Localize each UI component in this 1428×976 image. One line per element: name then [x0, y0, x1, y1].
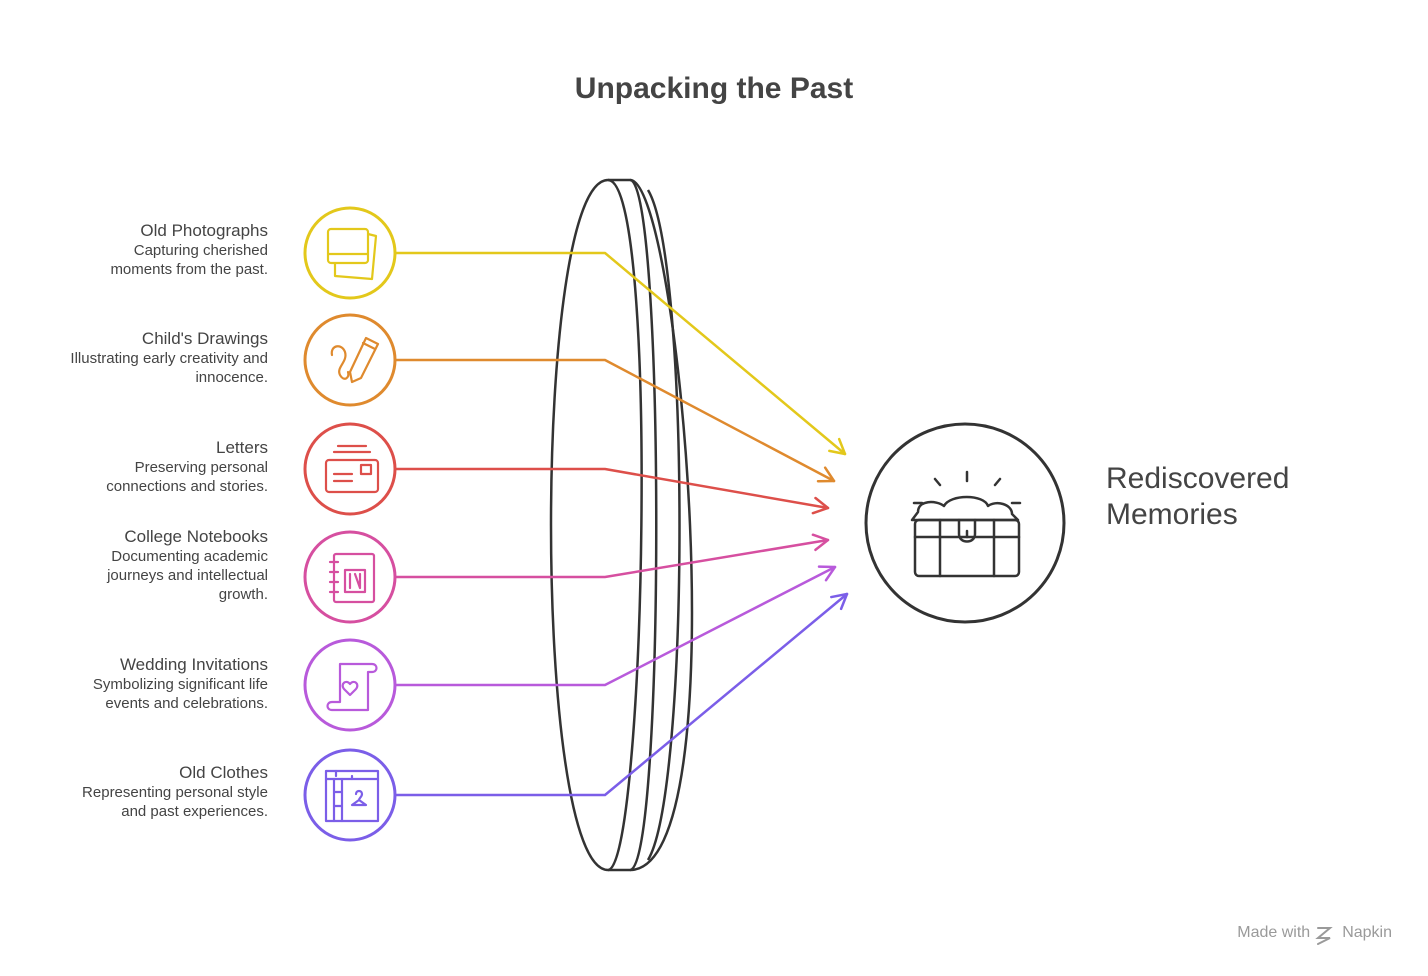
- result-line: Rediscovered: [1106, 462, 1290, 495]
- napkin-brand-text: Napkin: [1342, 924, 1392, 941]
- result-circle: [864, 422, 1066, 624]
- item-label-old-photographs: Old Photographs Capturing cherished mome…: [8, 221, 268, 279]
- item-desc-line: connections and stories.: [106, 478, 268, 495]
- item-label-childs-drawings: Child's Drawings Illustrating early crea…: [8, 329, 268, 387]
- made-with-napkin-badge[interactable]: Made with Napkin: [1237, 924, 1392, 942]
- crayon-drawing-icon: [330, 336, 380, 384]
- item-desc-line: moments from the past.: [110, 261, 268, 278]
- connector-line: [394, 565, 837, 687]
- item-desc-line: events and celebrations.: [105, 695, 268, 712]
- connector-line: [394, 251, 847, 456]
- photographs-icon: [326, 227, 378, 281]
- result-line: Memories: [1106, 498, 1238, 531]
- connector-group: [394, 251, 849, 797]
- arrow-head: [811, 533, 830, 552]
- napkin-logo-icon: [1315, 927, 1333, 945]
- item-circle: [303, 313, 397, 407]
- item-desc-line: growth.: [218, 586, 268, 603]
- item-label-wedding-invitations: Wedding Invitations Symbolizing signific…: [8, 655, 268, 713]
- arrow-head: [811, 496, 830, 515]
- item-desc-line: Illustrating early creativity and: [70, 350, 268, 367]
- connector-line: [394, 538, 830, 579]
- item-label-old-clothes: Old Clothes Representing personal style …: [8, 763, 268, 821]
- item-desc-line: Symbolizing significant life: [92, 676, 268, 693]
- item-title: Child's Drawings: [141, 329, 268, 348]
- item-desc-line: Preserving personal: [134, 459, 268, 476]
- item-desc-line: Documenting academic: [111, 548, 268, 565]
- invitation-scroll-icon: [326, 662, 378, 712]
- item-desc-line: Representing personal style: [82, 784, 268, 801]
- result-label: Rediscovered Memories: [1106, 461, 1406, 533]
- treasure-chest-icon: [910, 470, 1022, 578]
- item-title: Old Photographs: [140, 221, 268, 240]
- connector-line: [394, 592, 849, 797]
- lens-shape: [549, 178, 694, 872]
- connector-line: [394, 467, 830, 510]
- notebook-icon: [328, 552, 376, 604]
- arrow-head: [817, 565, 837, 582]
- item-desc-line: and past experiences.: [121, 803, 268, 820]
- item-title: Old Clothes: [179, 763, 268, 782]
- item-title: Letters: [216, 438, 268, 457]
- item-label-letters: Letters Preserving personal connections …: [8, 438, 268, 496]
- item-desc-line: journeys and intellectual: [107, 567, 268, 584]
- item-desc-line: Capturing cherished: [133, 242, 268, 259]
- arrow-head: [816, 466, 836, 483]
- item-title: College Notebooks: [124, 527, 268, 546]
- connector-line: [394, 358, 836, 483]
- item-circle: [303, 422, 397, 516]
- arrow-head: [828, 437, 847, 456]
- item-circle-group: [303, 206, 397, 842]
- letter-envelope-icon: [324, 444, 380, 494]
- item-title: Wedding Invitations: [119, 655, 268, 674]
- made-with-text: Made with: [1237, 924, 1311, 941]
- item-label-college-notebooks: College Notebooks Documenting academic j…: [8, 527, 268, 604]
- diagram-title: Unpacking the Past: [574, 72, 854, 105]
- item-desc-line: innocence.: [195, 369, 268, 386]
- wardrobe-icon: [324, 769, 380, 823]
- item-circle: [303, 748, 397, 842]
- arrow-head: [830, 592, 849, 611]
